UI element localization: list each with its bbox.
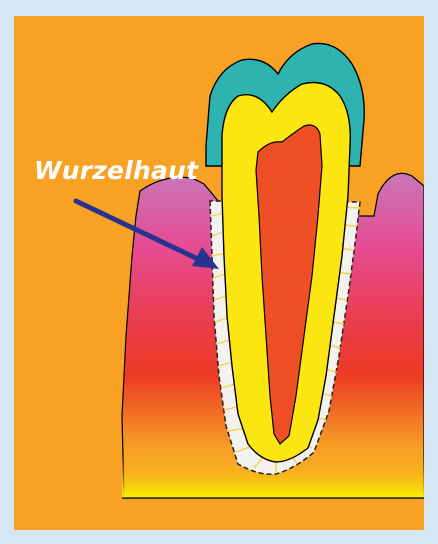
wurzelhaut-label: Wurzelhaut bbox=[34, 156, 198, 185]
tooth-illustration bbox=[14, 16, 424, 530]
tooth-diagram: Wurzelhaut bbox=[14, 16, 424, 530]
